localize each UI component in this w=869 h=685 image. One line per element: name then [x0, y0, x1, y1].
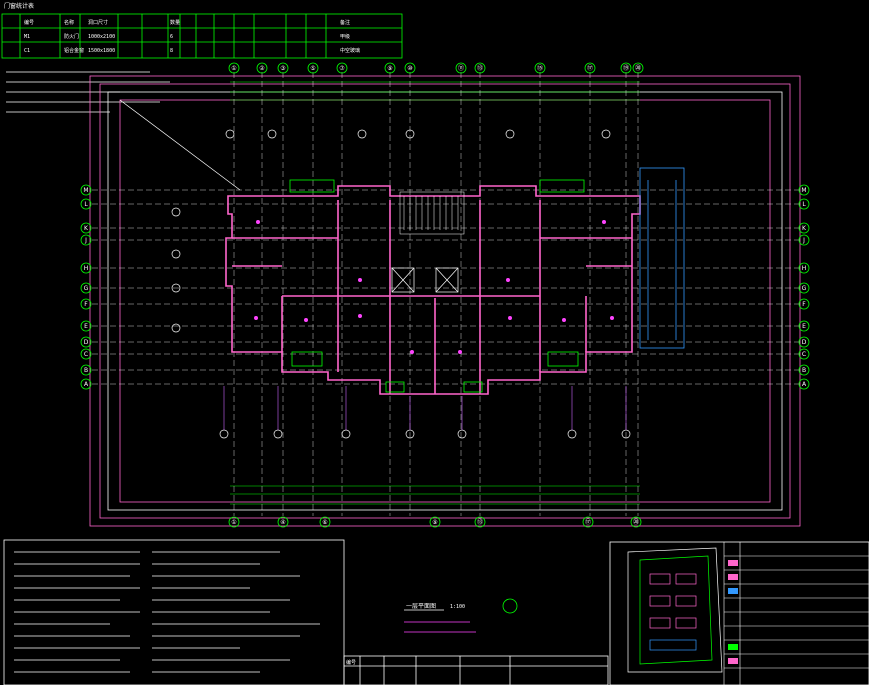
axis-label-right: F	[802, 301, 806, 308]
axis-label-top: ①	[231, 65, 236, 72]
schedule-cell: C1	[24, 48, 30, 54]
schedule-cell: 甲级	[340, 33, 350, 40]
schedule-cell: 1500x1800	[88, 48, 115, 54]
corner-label: 门窗统计表	[4, 2, 34, 10]
axis-label-right: J	[802, 237, 805, 244]
axis-label-right: E	[802, 323, 806, 330]
schedule-cell: 1000x2100	[88, 34, 115, 40]
axis-label-left: M	[83, 187, 88, 194]
general-notes	[6, 71, 170, 113]
elevator-shafts	[391, 267, 459, 293]
axis-label-left: D	[84, 339, 89, 346]
axis-label-bottom: ⑬	[477, 518, 483, 526]
axis-label-bottom: ④	[280, 519, 285, 526]
schedule-header-5: 备注	[340, 19, 350, 26]
axis-label-top: ⑳	[635, 64, 641, 72]
axis-label-right: L	[802, 201, 806, 208]
axis-label-left: B	[84, 367, 88, 374]
balconies	[289, 179, 585, 393]
window-schedule-table	[1, 13, 403, 59]
axis-bubbles-top: ① ② ③ ⑤ ⑦ ⑨ ⑩ ⑪ ⑬ ⑮ ⑰ ⑲ ⑳	[228, 62, 644, 74]
axis-label-right: G	[802, 285, 807, 292]
axis-label-right: M	[801, 187, 806, 194]
axis-label-left: J	[84, 237, 87, 244]
schedule-cell: 8	[170, 48, 173, 54]
axis-label-right: K	[802, 225, 807, 232]
callout-leaders	[223, 386, 627, 430]
bottom-table	[343, 655, 609, 685]
axis-label-top: ⑲	[623, 64, 629, 72]
legend-table	[723, 542, 869, 685]
notes-text-lines	[14, 551, 320, 673]
axis-label-left: K	[84, 225, 89, 232]
schedule-cell: M1	[24, 34, 30, 40]
axis-label-top: ⑰	[587, 64, 593, 72]
axis-label-right: C	[802, 351, 806, 358]
central-stair	[399, 191, 465, 235]
axis-label-bottom: ⑨	[432, 519, 437, 526]
axis-label-top: ⑩	[407, 65, 412, 72]
axis-label-top: ②	[259, 65, 265, 72]
schedule-cell: 防火门	[64, 33, 79, 40]
axis-label-bottom: ⑰	[585, 518, 591, 526]
horizontal-grid-lines	[92, 189, 800, 385]
axis-label-top: ⑦	[339, 65, 345, 72]
axis-label-right: H	[802, 265, 807, 272]
axis-label-left: L	[84, 201, 88, 208]
drawing-title: 一层平面图	[406, 603, 436, 610]
building-walls	[225, 185, 641, 395]
axis-label-right: B	[802, 367, 806, 374]
room-tags	[254, 220, 614, 354]
drawing-scale: 1:100	[450, 604, 465, 610]
bottom-table-label: 编号	[346, 659, 356, 666]
axis-label-bottom: ①	[231, 519, 236, 526]
axis-label-left: E	[84, 323, 88, 330]
legend-swatches	[728, 560, 738, 664]
schedule-cell: 6	[170, 34, 173, 40]
axis-label-right: D	[802, 339, 807, 346]
axis-label-bottom: ⑳	[633, 518, 639, 526]
axis-label-right: A	[802, 381, 807, 388]
axis-label-top: ⑨	[387, 65, 392, 72]
axis-label-top: ⑪	[458, 64, 464, 72]
site-plan-map	[627, 547, 723, 673]
axis-label-left: C	[84, 351, 88, 358]
axis-label-top: ⑮	[537, 64, 543, 72]
north-arrow-icon	[502, 598, 518, 614]
axis-label-left: A	[84, 381, 89, 388]
schedule-header-1: 编号	[24, 19, 34, 26]
notes-panel	[3, 539, 345, 685]
schedule-cell: 铝合金窗	[64, 47, 84, 54]
axis-label-top: ③	[280, 65, 285, 72]
axis-label-top: ⑬	[477, 64, 483, 72]
axis-bubbles-bottom: ① ④ ⑥ ⑨ ⑬ ⑰ ⑳	[228, 516, 642, 528]
schedule-header-2: 名称	[64, 19, 74, 26]
schedule-cell: 中空玻璃	[340, 47, 360, 54]
site-plan-panel	[609, 541, 869, 685]
leader-line	[119, 99, 241, 191]
axis-bubbles-left: M L K J H G F E D C B A	[80, 184, 92, 390]
dimension-lines	[230, 81, 640, 505]
external-stair	[639, 167, 685, 349]
schedule-header-3: 洞口尺寸	[88, 19, 108, 26]
axis-bubbles-right: M L K J H G F E D C B A	[798, 184, 810, 390]
axis-label-left: G	[84, 285, 89, 292]
schedule-header-4: 数量	[170, 19, 180, 26]
axis-label-bottom: ⑥	[322, 519, 327, 526]
axis-label-top: ⑤	[310, 65, 315, 72]
axis-label-left: H	[84, 265, 89, 272]
axis-label-left: F	[84, 301, 88, 308]
vertical-grid-lines	[233, 72, 639, 516]
site-boundary	[89, 75, 801, 527]
magenta-note-lines	[404, 621, 476, 633]
